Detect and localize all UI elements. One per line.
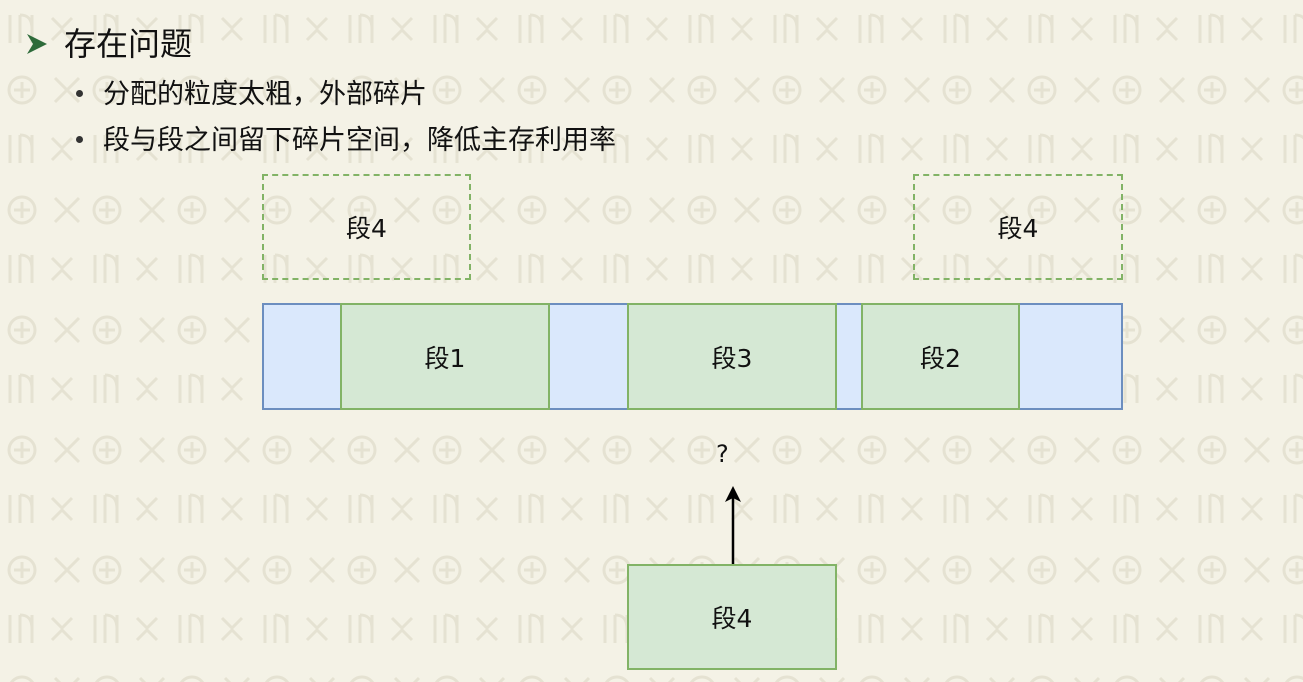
segment-label: 段2 xyxy=(920,343,961,373)
candidate-segment-right: 段4 xyxy=(913,174,1123,280)
segment-label: 段4 xyxy=(711,604,753,633)
bullet-text: 段与段之间留下碎片空间，降低主存利用率 xyxy=(103,125,616,156)
segment-1: 段1 xyxy=(340,303,550,410)
arrowhead-marker-icon xyxy=(24,24,50,68)
candidate-segment-label: 段4 xyxy=(997,214,1039,243)
candidate-segment-label: 段4 xyxy=(346,214,387,243)
bullet-dot xyxy=(76,136,83,143)
arrow-up-icon xyxy=(725,486,741,568)
incoming-segment-4: 段4 xyxy=(627,564,837,670)
bullet-item: 分配的粒度太粗，外部碎片 xyxy=(76,77,427,113)
candidate-segment-left: 段4 xyxy=(262,174,471,280)
bullet-item: 段与段之间留下碎片空间，降低主存利用率 xyxy=(76,123,616,159)
segment-2: 段2 xyxy=(861,303,1020,410)
section-heading: 存在问题 xyxy=(24,22,192,68)
segment-3: 段3 xyxy=(627,303,837,410)
heading-title: 存在问题 xyxy=(64,25,193,63)
segment-label: 段3 xyxy=(711,343,753,373)
segment-label: 段1 xyxy=(424,343,466,373)
question-mark: ? xyxy=(716,440,729,468)
bullet-text: 分配的粒度太粗，外部碎片 xyxy=(103,79,427,110)
bullet-dot xyxy=(76,90,83,97)
